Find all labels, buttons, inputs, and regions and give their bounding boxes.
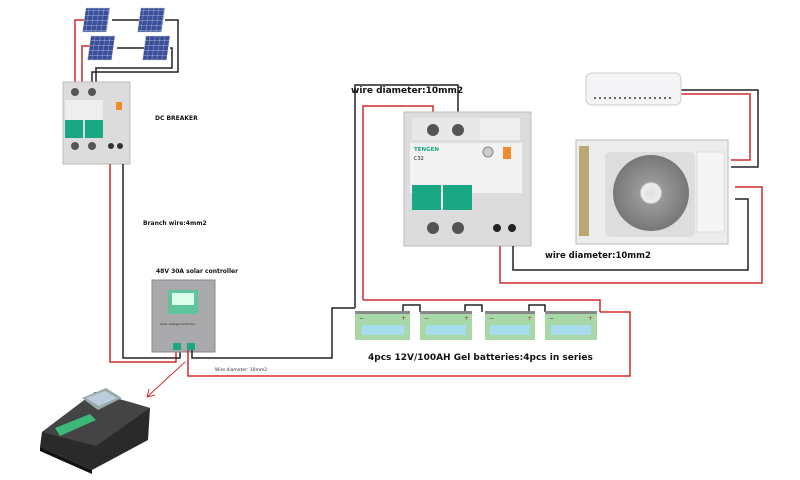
- battery-label: 4pcs 12V/100AH Gel batteries:4pcs in ser…: [368, 353, 593, 363]
- solar-panel-icon: [142, 35, 171, 61]
- svg-text:+: +: [588, 315, 593, 322]
- dc-breaker-icon: [62, 81, 131, 165]
- controller-wire-label: Wire diameter: 10mm2: [215, 367, 267, 373]
- positive-wire: [109, 164, 177, 363]
- dc-breaker-label: DC BREAKER: [155, 115, 198, 122]
- ac-outdoor-unit-icon: [575, 139, 729, 245]
- positive-wire: [499, 186, 763, 284]
- svg-text:−: −: [489, 315, 494, 322]
- solar-panel-icon: [87, 35, 116, 61]
- ac-indoor-unit-icon: [585, 72, 682, 106]
- lcd-controller-icon: [40, 388, 150, 474]
- positive-wire: [681, 93, 751, 161]
- svg-text:−: −: [359, 315, 364, 322]
- battery-icon: −+: [420, 311, 472, 340]
- svg-text:+: +: [401, 315, 406, 322]
- negative-wire: [512, 198, 749, 271]
- breaker-rating: C32: [414, 156, 424, 162]
- battery-icon: −+: [485, 311, 535, 340]
- positive-wire: [363, 299, 601, 312]
- controller-panel-text: Solar Charge Controller: [160, 322, 196, 326]
- solar-panel-icon: [137, 7, 166, 33]
- breaker-brand: TENGEN: [414, 147, 439, 153]
- svg-text:+: +: [464, 315, 469, 322]
- negative-wire: [681, 89, 759, 168]
- svg-text:+: +: [527, 315, 532, 322]
- battery-bank: −+ −+ −+ −+: [355, 304, 597, 340]
- breaker-wire-label: wire diameter:10mm2: [351, 86, 463, 96]
- battery-icon: −+: [355, 311, 410, 340]
- solar-panel-icon: [82, 7, 111, 33]
- positive-wire: [187, 311, 631, 377]
- controller-label: 48V 30A solar controller: [156, 268, 238, 275]
- positive-wire: [362, 105, 434, 300]
- solar-array: [74, 7, 179, 82]
- negative-wire: [191, 307, 355, 359]
- negative-wire: [354, 84, 459, 308]
- arrow-icon: [146, 361, 186, 398]
- svg-text:−: −: [424, 315, 429, 322]
- svg-text:−: −: [549, 315, 554, 322]
- negative-wire: [122, 164, 181, 359]
- battery-icon: −+: [545, 311, 597, 340]
- main-breaker-icon: TENGEN C32: [403, 111, 532, 247]
- solar-controller-icon: Solar Charge Controller: [151, 279, 216, 353]
- branch-wire-label: Branch wire:4mm2: [143, 220, 207, 227]
- ac-wire-label: wire diameter:10mm2: [545, 251, 651, 261]
